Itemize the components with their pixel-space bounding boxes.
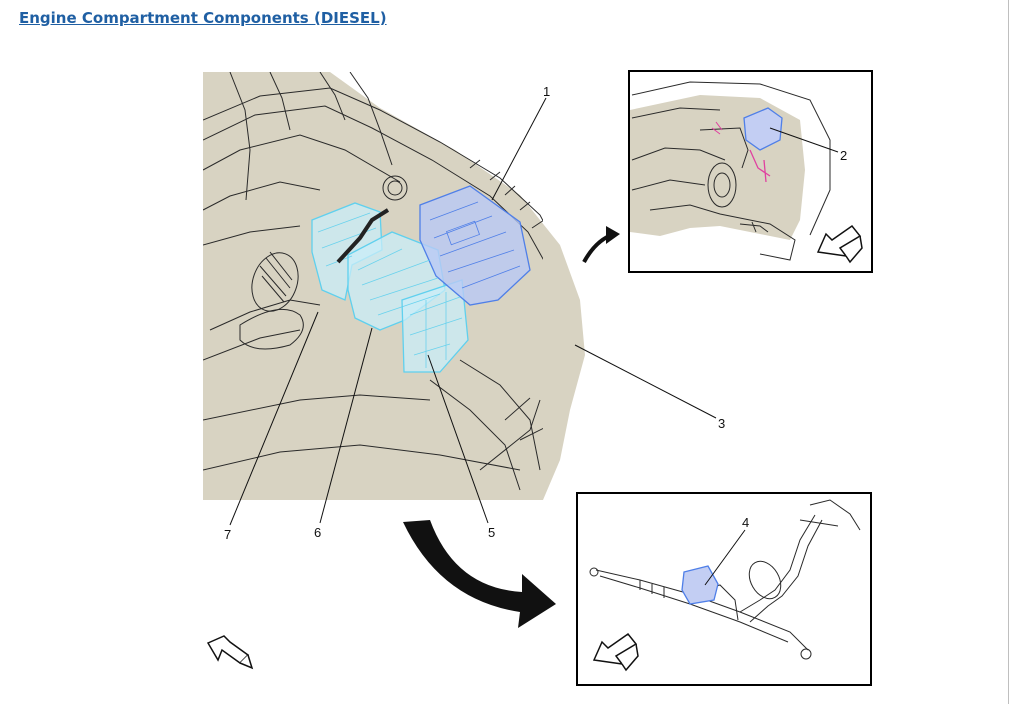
leader-lines	[229, 97, 839, 586]
forward-direction-arrow-icon	[206, 635, 254, 670]
callout-3: 3	[718, 416, 725, 431]
page-title[interactable]: Engine Compartment Components (DIESEL)	[19, 9, 387, 27]
callout-4: 4	[742, 515, 749, 530]
inset-view-component-2	[628, 70, 873, 273]
callout-6: 6	[314, 525, 321, 540]
callout-7: 7	[224, 527, 231, 542]
callout-5: 5	[488, 525, 495, 540]
view-transfer-arrow-icon-2	[403, 520, 556, 628]
page-border	[1008, 0, 1009, 704]
callout-2: 2	[840, 148, 847, 163]
component-4	[681, 565, 719, 605]
main-engine-view	[203, 72, 585, 500]
component-1	[419, 185, 531, 306]
component-2	[743, 107, 783, 151]
callout-1: 1	[543, 84, 550, 99]
inset-view-component-4	[576, 492, 872, 686]
